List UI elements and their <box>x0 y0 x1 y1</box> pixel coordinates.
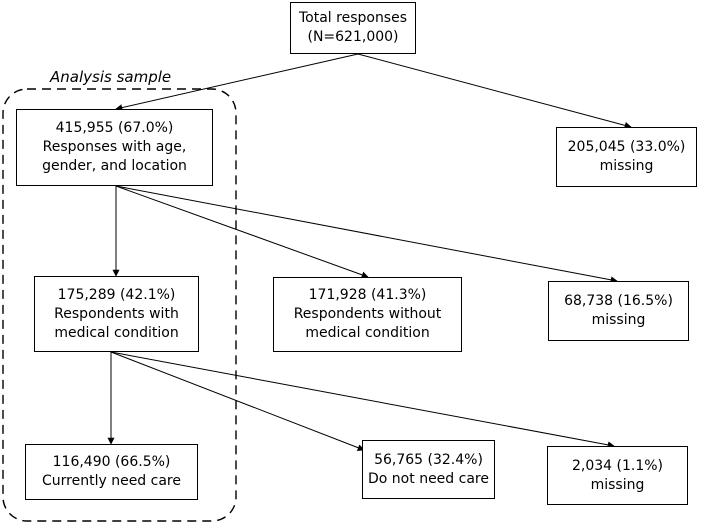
edge-total-to-sample <box>115 53 359 112</box>
node-line: 171,928 (41.3%) <box>308 287 427 303</box>
node-line: 205,045 (33.0%) <box>567 139 686 155</box>
node-responses-with-demographics: 415,955 (67.0%) Responses with age, gend… <box>16 109 213 186</box>
node-line: gender, and location <box>42 158 187 174</box>
node-line: Responses with age, <box>42 139 187 155</box>
node-do-not-need-care: 56,765 (32.4%) Do not need care <box>362 440 495 499</box>
node-currently-need-care: 116,490 (66.5%) Currently need care <box>25 444 198 500</box>
node-missing-care-need: 2,034 (1.1%) missing <box>547 446 688 505</box>
node-total-responses: Total responses (N=621,000) <box>290 2 416 54</box>
node-line: missing <box>591 312 646 328</box>
node-without-medical-condition: 171,928 (41.3%) Respondents without medi… <box>273 277 462 352</box>
edge-medical-to-noneed <box>110 351 365 451</box>
node-with-medical-condition: 175,289 (42.1%) Respondents with medical… <box>34 276 199 352</box>
node-line: Respondents with <box>54 305 179 322</box>
edge-medical-to-missing3 <box>110 351 615 449</box>
node-line: medical condition <box>305 325 430 341</box>
node-line: medical condition <box>54 324 179 341</box>
edge-sample-to-nomedical <box>115 185 369 279</box>
node-line: 415,955 (67.0%) <box>55 120 174 136</box>
edge-total-to-missing1 <box>357 53 632 129</box>
analysis-sample-label: Analysis sample <box>50 68 172 86</box>
node-missing-demographics: 205,045 (33.0%) missing <box>556 127 697 187</box>
analysis-sample-group <box>2 88 237 522</box>
node-line: 175,289 (42.1%) <box>57 286 176 303</box>
edge-sample-to-missing2 <box>115 185 618 284</box>
node-line: missing <box>590 476 645 493</box>
node-line: missing <box>599 158 654 174</box>
node-line: Total responses <box>298 10 408 26</box>
node-line: 2,034 (1.1%) <box>571 457 664 474</box>
node-line: 116,490 (66.5%) <box>52 454 171 470</box>
node-line: Currently need care <box>42 473 181 489</box>
node-missing-medical-condition: 68,738 (16.5%) missing <box>548 281 689 341</box>
node-line: Do not need care <box>368 470 489 487</box>
node-line: (N=621,000) <box>307 29 399 45</box>
node-line: Respondents without <box>293 306 442 322</box>
node-line: 68,738 (16.5%) <box>564 293 673 309</box>
node-line: 56,765 (32.4%) <box>374 451 483 468</box>
